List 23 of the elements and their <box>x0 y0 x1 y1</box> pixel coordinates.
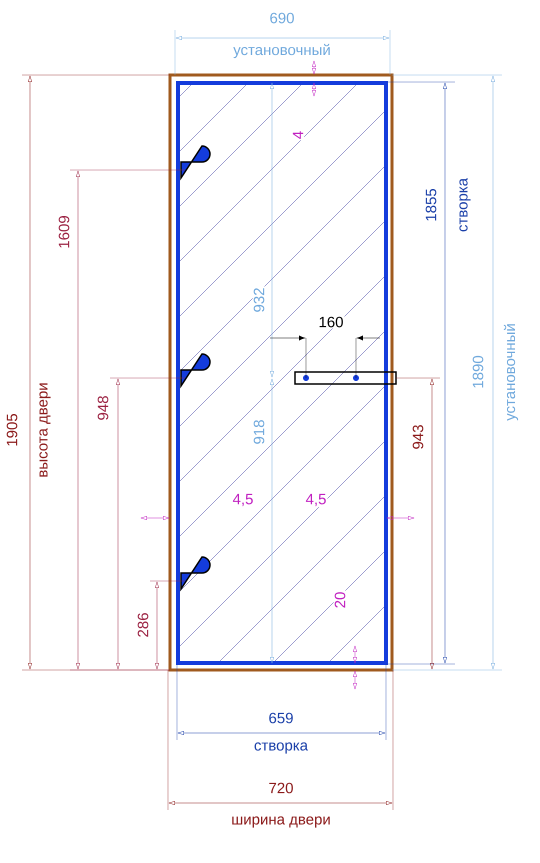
dimension-label: 690 <box>268 12 296 24</box>
dimension-label: 918 <box>252 418 266 446</box>
dimension-label: установочный <box>502 322 520 422</box>
dimension-label: 4,5 <box>232 492 254 508</box>
dimension-label: створка <box>458 176 472 234</box>
dimension-label: 286 <box>136 612 150 639</box>
dimension-label: 943 <box>412 424 424 451</box>
dimension-label: 4,5 <box>304 492 328 508</box>
dimension-label: установочный <box>232 42 332 60</box>
dimension-label: 1890 <box>472 354 484 390</box>
dimension-label: створка <box>252 741 310 755</box>
dimension-label: 932 <box>252 286 266 314</box>
dimension-label: 948 <box>96 394 110 422</box>
dimension-label: ширина двери <box>230 815 332 829</box>
dimension-label: высота двери <box>38 381 52 479</box>
dimension-label: 720 <box>267 782 294 794</box>
dimension-label: 1855 <box>424 187 438 223</box>
dimension-label: 20 <box>334 590 346 610</box>
dimension-label: 4 <box>292 130 304 140</box>
dimension-label: 1905 <box>6 412 18 448</box>
dimension-label: 1609 <box>58 214 70 250</box>
dimension-label: 659 <box>267 712 294 724</box>
dimension-label: 160 <box>317 316 344 328</box>
